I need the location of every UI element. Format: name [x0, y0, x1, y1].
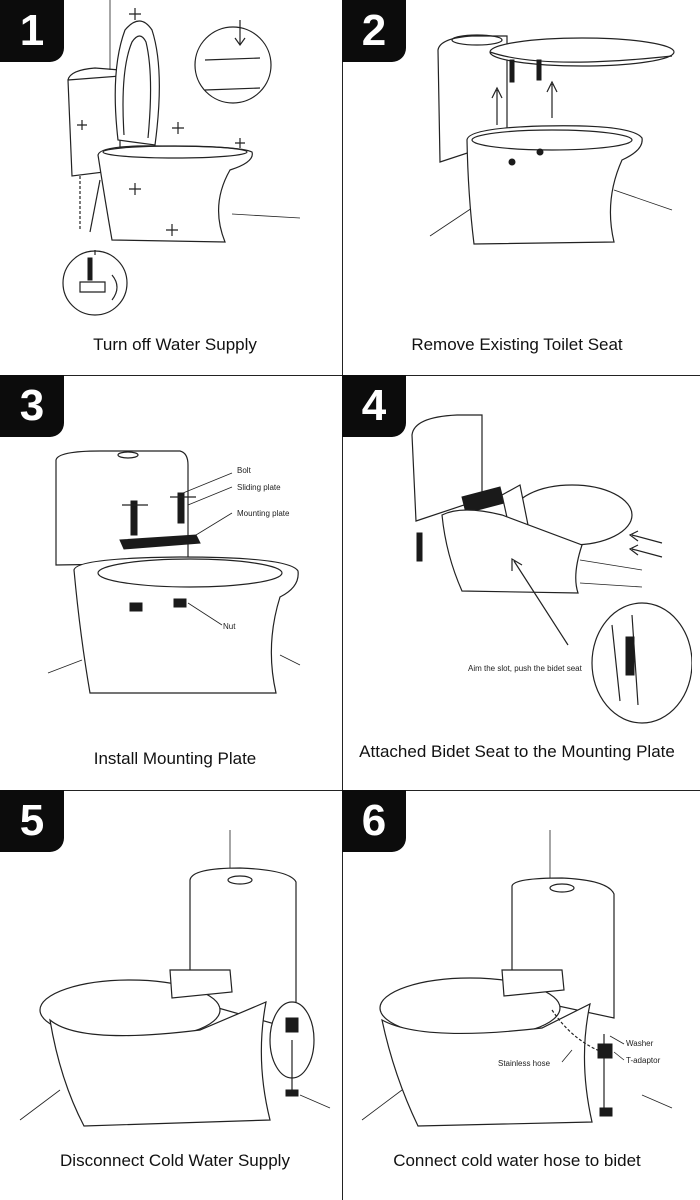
label-mounting-plate: Mounting plate — [237, 509, 290, 518]
label-aim-slot: Aim the slot, push the bidet seat — [468, 664, 583, 673]
step-3-caption: Install Mounting Plate — [93, 749, 257, 768]
step-5-illustration — [19, 830, 331, 1127]
label-washer: Washer — [626, 1039, 654, 1048]
step-6-illustration: Washer T-adaptor Stainless hose — [361, 830, 673, 1127]
step-4-panel: Aim the slot, push the bidet seat 4 Atta… — [342, 375, 692, 790]
step-2-badge: 2 — [342, 0, 406, 62]
sparkle-icons — [77, 8, 245, 236]
label-t-adaptor: T-adaptor — [626, 1056, 661, 1065]
step-3-panel: Bolt Sliding plate Mounting plate Nut 3 … — [0, 375, 350, 790]
step-1-caption: Turn off Water Supply — [93, 335, 257, 354]
step-6-caption: Connect cold water hose to bidet — [393, 1151, 641, 1170]
step-4-illustration: Aim the slot, push the bidet seat — [411, 414, 692, 724]
step-6-badge: 6 — [342, 790, 406, 852]
step-5-badge: 5 — [0, 790, 64, 852]
label-nut: Nut — [223, 622, 236, 631]
vertical-divider — [342, 0, 343, 1200]
step-6-panel: Washer T-adaptor Stainless hose 6 Connec… — [342, 790, 692, 1200]
label-bolt: Bolt — [237, 466, 252, 475]
step-5-caption: Disconnect Cold Water Supply — [60, 1151, 290, 1170]
step-4-badge: 4 — [342, 375, 406, 437]
step-3-illustration: Bolt Sliding plate Mounting plate Nut — [47, 450, 301, 694]
step-2-illustration — [429, 34, 675, 245]
label-sliding-plate: Sliding plate — [237, 483, 281, 492]
step-2-caption: Remove Existing Toilet Seat — [411, 335, 623, 354]
step-1-badge: 1 — [0, 0, 64, 62]
step-2-panel: 2 Remove Existing Toilet Seat — [342, 0, 692, 375]
label-stainless-hose: Stainless hose — [498, 1059, 551, 1068]
step-1-panel: 1 Turn off Water Supply — [0, 0, 350, 375]
step-1-illustration — [62, 0, 301, 316]
step-5-panel: 5 Disconnect Cold Water Supply — [0, 790, 350, 1200]
step-3-badge: 3 — [0, 375, 64, 437]
step-4-caption: Attached Bidet Seat to the Mounting Plat… — [359, 742, 675, 761]
